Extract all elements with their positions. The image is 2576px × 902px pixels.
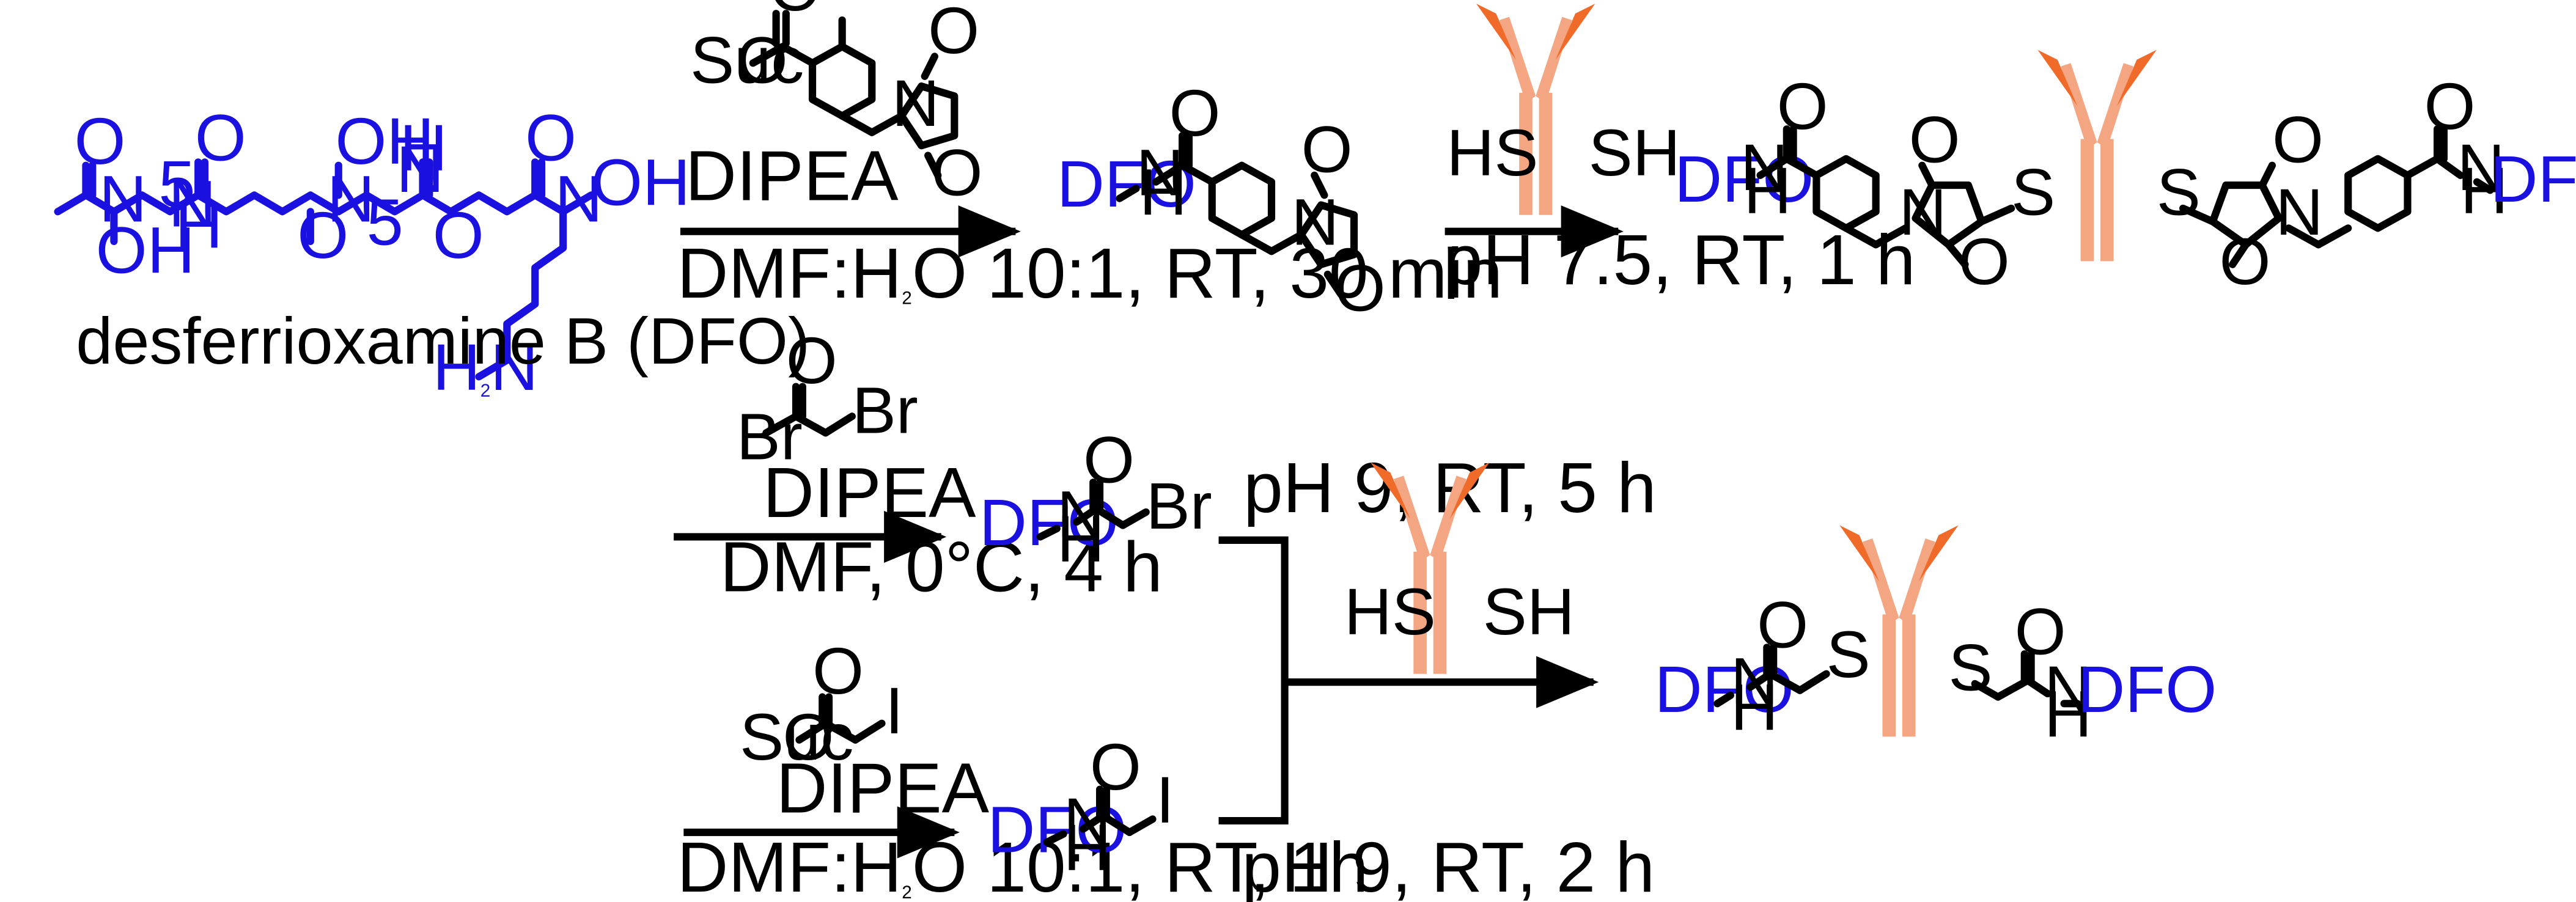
atom-o: O bbox=[812, 634, 864, 708]
atom-n: N bbox=[1740, 130, 1788, 204]
sh-label: SH bbox=[1483, 574, 1575, 648]
atom-s: S bbox=[2157, 155, 2201, 229]
atom-br: Br bbox=[1146, 469, 1212, 543]
product-acetamide-conjugate: DFO N H O S S O N H DFO bbox=[1655, 587, 2217, 750]
atom-o: O bbox=[1090, 730, 1141, 804]
atom-o: O bbox=[525, 101, 576, 175]
suc-group: Suc bbox=[740, 700, 853, 774]
atom-br: Br bbox=[737, 400, 803, 474]
atom-o: O bbox=[297, 198, 348, 272]
atom-o: O bbox=[770, 0, 821, 24]
atom-n: N bbox=[555, 162, 603, 236]
atom-br: Br bbox=[852, 373, 918, 447]
atom-o: O bbox=[1083, 422, 1135, 496]
route1-conditions: DMF:H2O 10:1, RT, 30 min bbox=[677, 233, 1503, 313]
atom-oh: OH bbox=[335, 104, 434, 178]
smcc-reagent: O Suc O N O O bbox=[690, 0, 982, 209]
hs-label: HS bbox=[1344, 574, 1436, 648]
dfo-structure: O N OH 5 N H O O OH N 5 H N O O N OH H2N… bbox=[54, 101, 810, 404]
route3-conditions: DMF:H2O 10:1, RT, 1h bbox=[677, 827, 1369, 902]
atom-o: O bbox=[75, 104, 126, 178]
repeat-5: 5 bbox=[367, 185, 403, 258]
hs-label: HS bbox=[1446, 116, 1538, 189]
atom-n: N bbox=[2044, 652, 2092, 726]
suc-group: Suc bbox=[690, 23, 804, 97]
atom-h: H bbox=[1744, 153, 1792, 227]
atom-n: N bbox=[396, 132, 444, 206]
route2-conditions: DMF, 0°C, 4 h bbox=[720, 527, 1163, 607]
atom-i: I bbox=[885, 673, 903, 747]
atom-o: O bbox=[932, 135, 983, 209]
atom-n: N bbox=[2457, 130, 2505, 204]
atom-nh: H bbox=[400, 111, 447, 185]
route1-step2-conditions: pH 7.5, RT, 1 h bbox=[1443, 220, 1916, 299]
atom-o: O bbox=[433, 198, 484, 272]
atom-h: H bbox=[175, 188, 223, 262]
atom-n: N bbox=[892, 66, 940, 140]
atom-o: O bbox=[786, 323, 837, 397]
atom-s: S bbox=[2011, 155, 2055, 229]
atom-o: O bbox=[2424, 69, 2475, 143]
product-maleimide-conjugate: DFO N H O N O O S S O O N O N H bbox=[1674, 69, 2576, 298]
atom-o: O bbox=[195, 101, 246, 175]
atom-o: O bbox=[1169, 76, 1221, 150]
dfo-caption: desferrioxamine B (DFO) bbox=[76, 304, 810, 378]
dfo-bromoacetamide-intermediate: DFO N H O Br bbox=[979, 422, 1212, 576]
atom-o: O bbox=[782, 700, 834, 774]
atom-o: O bbox=[737, 23, 788, 97]
atom-o: O bbox=[1757, 587, 1808, 661]
atom-s: S bbox=[1827, 617, 1871, 691]
atom-n: N bbox=[1291, 185, 1339, 258]
bromoacetyl-bromide-reagent: O Br Br bbox=[737, 323, 918, 473]
dfo-label: DFO bbox=[2490, 142, 2576, 216]
atom-o: O bbox=[2272, 102, 2324, 176]
atom-o: O bbox=[928, 0, 979, 67]
iodoacetyl-reagent: O Suc O I bbox=[740, 634, 903, 774]
dfo-label: DFO bbox=[2077, 652, 2217, 726]
atom-h: H bbox=[2044, 676, 2092, 750]
atom-o: O bbox=[1777, 69, 1828, 143]
route3-after-conditions: pH 9, RT, 2 h bbox=[1242, 827, 1655, 902]
route2-dipea: DIPEA bbox=[763, 453, 976, 532]
antibody-icon bbox=[2037, 50, 2157, 262]
route3-dipea: DIPEA bbox=[776, 749, 990, 828]
dfo-iodoacetamide-intermediate: DFO N H O I bbox=[987, 730, 1174, 884]
atom-n: N bbox=[327, 162, 375, 236]
sh-label: SH bbox=[1589, 116, 1680, 189]
atom-h: H bbox=[1057, 502, 1105, 576]
atom-h2n: H2N bbox=[433, 330, 539, 404]
repeat-5: 5 bbox=[158, 147, 195, 221]
atom-o: O bbox=[2220, 224, 2271, 298]
atom-oh: OH bbox=[96, 213, 195, 287]
atom-o: O bbox=[1909, 102, 1960, 176]
atom-o: O bbox=[2015, 594, 2066, 668]
merge-bracket bbox=[1218, 536, 1289, 825]
dfo-label: DFO bbox=[1057, 147, 1196, 221]
atom-n: N bbox=[2275, 175, 2323, 249]
atom-h: H bbox=[1064, 810, 1111, 884]
atom-n: N bbox=[1899, 175, 1946, 249]
atom-i: I bbox=[1156, 763, 1174, 837]
dfo-maleimide-intermediate: DFO N H O N O O bbox=[1057, 76, 1386, 324]
atom-oh: OH bbox=[591, 145, 690, 219]
atom-n: N bbox=[169, 167, 216, 241]
atom-o: O bbox=[1959, 224, 2010, 298]
atom-o: O bbox=[1334, 251, 1386, 324]
route1-dipea: DIPEA bbox=[685, 136, 899, 215]
atom-n: N bbox=[99, 162, 147, 236]
atom-o: O bbox=[1301, 112, 1353, 186]
